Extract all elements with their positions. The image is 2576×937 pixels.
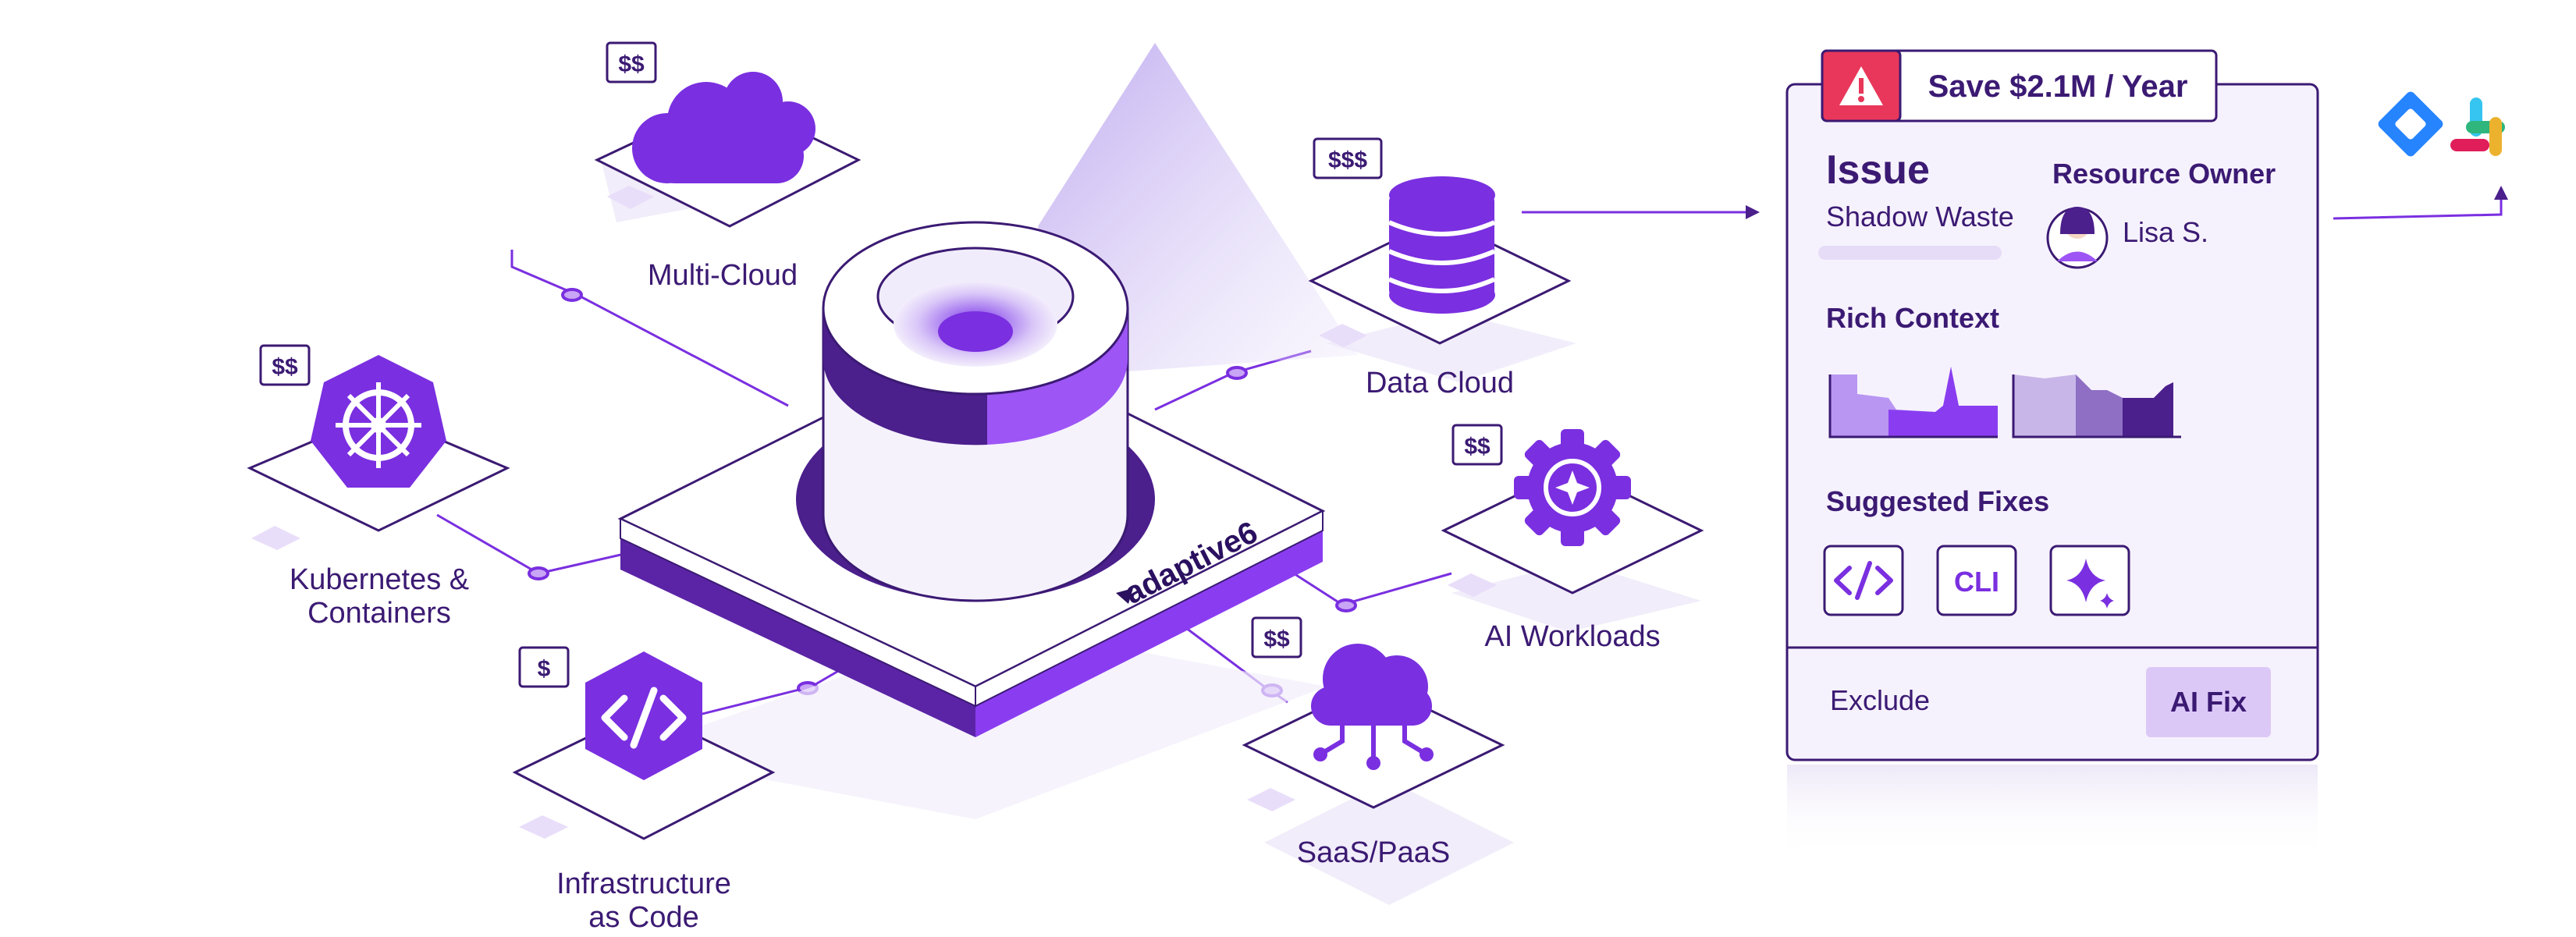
issue-card: Save $2.1M / Year Issue Shadow Waste Res…	[1785, 49, 2319, 858]
source-label: SaaS/PaaS	[1297, 836, 1450, 869]
source-label: Multi-Cloud	[648, 259, 798, 292]
source-label-2: Containers	[307, 597, 451, 630]
central-platform: adaptive6	[617, 221, 1327, 819]
owner-name: Lisa S.	[2123, 216, 2208, 248]
source-saas-paas: $$ SaaS/PaaS	[1242, 616, 1514, 905]
cost-badge: $$	[259, 344, 311, 386]
slack-icon	[2450, 98, 2505, 156]
source-multi-cloud: $$ Multi-Cloud	[594, 41, 862, 292]
source-ai-workloads: $$ AI Workloads	[1441, 424, 1704, 653]
context-title: Rich Context	[1826, 302, 1999, 334]
sparkle-icon	[2066, 559, 2105, 602]
connector-to-tools	[2333, 191, 2503, 220]
issue-value: Shadow Waste	[1826, 201, 2014, 232]
context-chart-1	[1828, 367, 1998, 438]
cost-badge: $	[518, 646, 570, 688]
source-data-cloud: $$$ Data Cloud	[1308, 137, 1576, 399]
ai-fix-button[interactable]: AI Fix	[2146, 667, 2271, 737]
fix-ai-button[interactable]	[2049, 545, 2130, 616]
cost-badge: $$$	[1313, 137, 1383, 179]
avatar	[2046, 207, 2109, 269]
connector-ai	[1287, 568, 1452, 606]
source-label: Infrastructure	[556, 868, 731, 900]
saas-cloud-icon	[1311, 644, 1434, 770]
source-label: AI Workloads	[1484, 620, 1660, 653]
source-label: Data Cloud	[1366, 367, 1514, 399]
source-label: Kubernetes &	[290, 563, 469, 596]
code-icon	[1834, 561, 1893, 600]
svg-text:$$: $$	[618, 51, 645, 77]
svg-text:$$$: $$$	[1328, 147, 1367, 173]
cli-label: CLI	[1954, 566, 1999, 598]
fix-code-button[interactable]	[1823, 545, 1904, 616]
skeleton-bar	[1818, 246, 2002, 260]
owner-title: Resource Owner	[2052, 158, 2276, 190]
savings-banner: Save $2.1M / Year	[1821, 49, 2218, 122]
ai-fix-label: AI Fix	[2170, 686, 2247, 718]
svg-text:$$: $$	[1263, 626, 1290, 652]
svg-text:$$: $$	[272, 354, 298, 380]
database-icon	[1387, 176, 1496, 314]
source-label-2: as Code	[588, 901, 699, 934]
issue-title: Issue	[1826, 147, 1930, 193]
source-kubernetes: $$ Kubernetes & Containers	[247, 344, 510, 630]
jira-icon	[2378, 91, 2443, 157]
cost-badge: $$	[1251, 616, 1302, 658]
context-chart-2	[2012, 374, 2181, 438]
connector-arrowheads	[1746, 186, 2508, 219]
source-iac: $ Infrastructure as Code	[512, 646, 776, 934]
cloud-icon	[632, 72, 815, 183]
cost-badge: $$	[606, 41, 657, 83]
cost-badge: $$	[1451, 424, 1503, 466]
savings-text: Save $2.1M / Year	[1928, 69, 2188, 104]
brand-mark-icon	[1116, 588, 1133, 604]
fixes-title: Suggested Fixes	[1826, 485, 2049, 517]
connector-multicloud	[510, 250, 789, 407]
exclude-button[interactable]: Exclude	[1830, 684, 1930, 716]
svg-text:$: $	[538, 656, 551, 682]
fix-cli-button[interactable]: CLI	[1936, 545, 2017, 616]
svg-text:$$: $$	[1464, 434, 1491, 460]
